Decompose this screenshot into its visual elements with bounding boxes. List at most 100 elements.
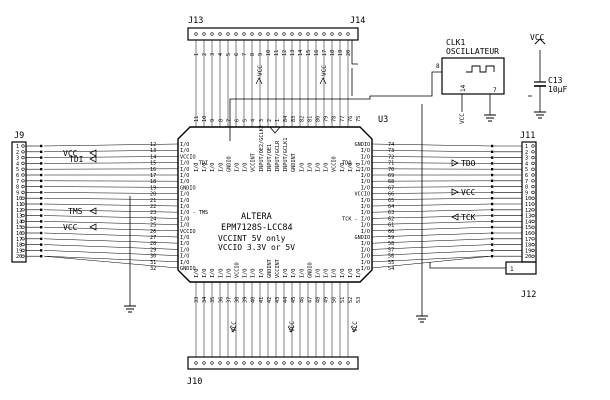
chip-bottom-pin-number: 38 bbox=[235, 297, 241, 303]
chip-right-trace bbox=[371, 238, 492, 244]
j10-pin-contact bbox=[258, 361, 262, 365]
j9-pin-contact bbox=[21, 208, 25, 212]
chip-left-trace bbox=[43, 186, 179, 188]
j11-pin-number: 15 bbox=[525, 225, 531, 231]
j9-tms-signal: TMS bbox=[68, 207, 83, 216]
chip-bottom-pin-name: I/O bbox=[291, 269, 297, 278]
j9-pin-contact bbox=[21, 231, 25, 235]
chip-right-pin-name: GNDIO bbox=[355, 142, 371, 148]
chip-bottom-pin-name: GNDINT bbox=[267, 259, 273, 278]
chip-left-trace bbox=[43, 149, 179, 153]
j9-pin-pad bbox=[40, 185, 43, 188]
j11-pin-pad bbox=[491, 220, 494, 223]
chip-top-pin-name: INPUT/OE2/GCLK2 bbox=[259, 125, 265, 172]
j9-pin-number: 10 bbox=[16, 196, 22, 202]
j9-pin-number: 19 bbox=[16, 248, 22, 254]
chip-right-trace bbox=[371, 143, 492, 147]
chip-left-pin-name: I/O bbox=[180, 142, 189, 148]
chip-right-trace bbox=[371, 162, 492, 164]
j11-pin-pad bbox=[491, 144, 494, 148]
chip-left-pin-number: 31 bbox=[150, 260, 156, 266]
j9-pin-contact bbox=[21, 196, 25, 200]
chip-top-pin-number: 1 bbox=[275, 119, 281, 122]
chip-right-trace bbox=[371, 197, 492, 201]
j13-pin-number: 17 bbox=[322, 50, 328, 56]
chip-bottom-pin-number: 53 bbox=[356, 297, 362, 303]
chip-right-pin-number: 57 bbox=[388, 247, 394, 253]
j9-pin-number: 12 bbox=[16, 208, 22, 214]
chip-right-pin-number: 65 bbox=[388, 198, 394, 204]
chip-bottom-pin-name: GNDIO bbox=[307, 262, 313, 278]
j9-pin-pad bbox=[40, 214, 43, 217]
j9-pin-pad bbox=[40, 156, 43, 159]
j9-pin-number: 6 bbox=[16, 173, 19, 179]
chip-left-trace bbox=[43, 143, 179, 147]
j11-pin-number: 20 bbox=[525, 254, 531, 260]
chip-right-pin-number: 72 bbox=[388, 154, 394, 160]
chip-left-trace bbox=[43, 192, 179, 194]
j10-pin-contact bbox=[226, 361, 230, 365]
chip-body bbox=[177, 126, 373, 283]
j11-pin-number: 3 bbox=[525, 156, 528, 162]
j11-pin-contact bbox=[531, 237, 535, 241]
chip-top-pin-number: 4 bbox=[251, 119, 257, 122]
chip-left-pin-number: 26 bbox=[150, 229, 156, 235]
j11-pin-contact bbox=[531, 202, 535, 206]
j10-pin-contact bbox=[250, 361, 254, 365]
chip-top-pin-number: 2 bbox=[267, 119, 273, 122]
chip-bottom-pin-name: I/O bbox=[251, 269, 257, 278]
j11-pin-pad bbox=[491, 197, 494, 200]
chip-right-pin-name: I/O bbox=[361, 247, 370, 253]
chip-top-pin-name: I/O bbox=[194, 163, 200, 172]
j10-vcc-label-2: VCC bbox=[289, 321, 296, 332]
chip-top-pin-number: 3 bbox=[259, 119, 265, 122]
chip-right-pin-number: 58 bbox=[388, 241, 394, 247]
chip-bottom-pin-number: 35 bbox=[210, 297, 216, 303]
chip-left-trace bbox=[43, 250, 179, 256]
j11-pin-pad bbox=[491, 150, 494, 153]
chip-top-pin-number: 5 bbox=[243, 119, 249, 122]
j13-pin-number: 1 bbox=[194, 53, 200, 56]
j11-pin-number: 11 bbox=[525, 202, 531, 208]
j13-pin-number: 12 bbox=[282, 50, 288, 56]
j9-pin-contact bbox=[21, 185, 25, 189]
chip-left-pin-number: 27 bbox=[150, 235, 156, 241]
chip-bottom-pin-number: 48 bbox=[316, 297, 322, 303]
chip-left-trace bbox=[43, 215, 179, 219]
j11-pin-number: 5 bbox=[525, 167, 528, 173]
chip-left-pin-number: 17 bbox=[150, 173, 156, 179]
chip-bottom-pin-number: 49 bbox=[324, 297, 330, 303]
chip-left-pin-name: I/O bbox=[180, 241, 189, 247]
chip-right-pin-name: I/O bbox=[361, 154, 370, 160]
j9-pin-contact bbox=[21, 161, 25, 165]
chip-bottom-pin-name: I/O bbox=[348, 269, 354, 278]
chip-left-pin-number: 24 bbox=[150, 216, 156, 222]
chip-left-trace bbox=[43, 244, 179, 250]
j11-pin-pad bbox=[491, 168, 494, 171]
j9-pin-contact bbox=[21, 225, 25, 229]
j9-pin-contact bbox=[21, 254, 25, 258]
j10-pin-contact bbox=[282, 361, 286, 365]
j11-label: J11 bbox=[520, 131, 535, 141]
oscillator-vcc: VCC bbox=[459, 113, 466, 124]
chip-right-pin-name: TCK - I/O bbox=[342, 216, 370, 222]
chip-bottom-pin-number: 40 bbox=[251, 297, 257, 303]
chip-maker: ALTERA bbox=[241, 212, 272, 222]
j11-pin-pad bbox=[491, 226, 494, 229]
chip-top-pin-name: I/O bbox=[348, 163, 354, 172]
j11-pin-pad bbox=[491, 231, 494, 235]
chip-right-pin-number: 74 bbox=[388, 142, 394, 148]
chip-right-pin-name: I/O bbox=[361, 254, 370, 260]
j9-pin-pad bbox=[40, 220, 43, 223]
chip-top-pin-number: 75 bbox=[356, 116, 362, 122]
chip-bottom-pin-number: 47 bbox=[307, 297, 313, 303]
j11-vcc-signal: VCC bbox=[461, 188, 476, 197]
chip-left-pin-name: I/O bbox=[180, 179, 189, 185]
j11-pin-contact bbox=[531, 156, 535, 160]
chip-right-trace bbox=[371, 221, 492, 225]
j11-tdo-signal: TDO bbox=[461, 159, 476, 168]
j11-pin-pad bbox=[491, 185, 494, 188]
j9-pin-contact bbox=[21, 156, 25, 160]
j9-pin-pad bbox=[40, 162, 43, 165]
